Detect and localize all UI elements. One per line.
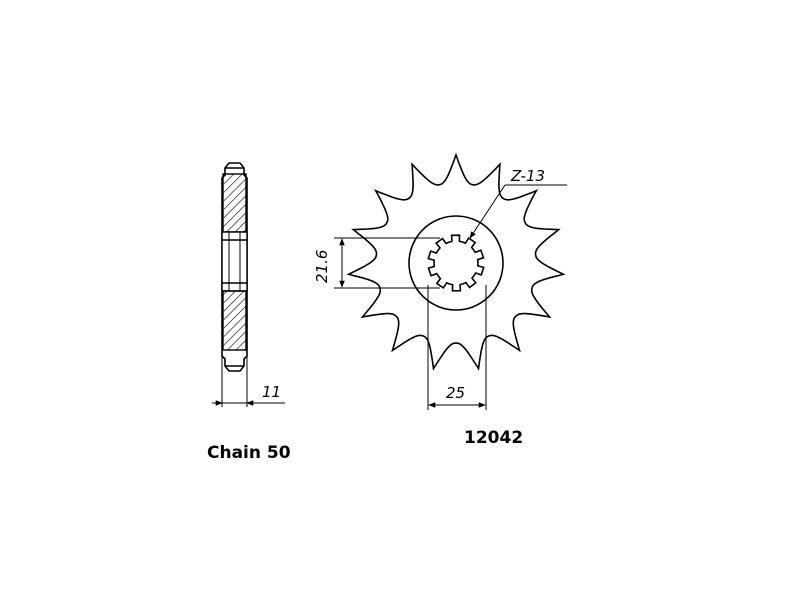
hub-circle bbox=[408, 215, 504, 311]
thickness-label: 11 bbox=[262, 383, 281, 401]
bore-dimension bbox=[427, 285, 487, 410]
hub-diameter-label: 21.6 bbox=[313, 250, 331, 283]
hub-diameter-dimension bbox=[334, 237, 440, 289]
teeth-label: Z-13 bbox=[510, 167, 545, 185]
side-view-hatch-bottom bbox=[222, 290, 247, 351]
sprocket-outline bbox=[346, 152, 566, 371]
side-view-hatch-top bbox=[222, 173, 247, 233]
chain-label: Chain 50 bbox=[207, 443, 291, 463]
side-section-view bbox=[221, 162, 248, 372]
part-number: 12042 bbox=[464, 428, 523, 448]
spline-bore bbox=[427, 234, 485, 292]
teeth-leader bbox=[469, 184, 567, 239]
sprocket-front-view bbox=[346, 152, 566, 371]
thickness-dimension bbox=[212, 356, 285, 407]
side-view-bore bbox=[221, 231, 248, 292]
bore-label: 25 bbox=[446, 384, 465, 402]
